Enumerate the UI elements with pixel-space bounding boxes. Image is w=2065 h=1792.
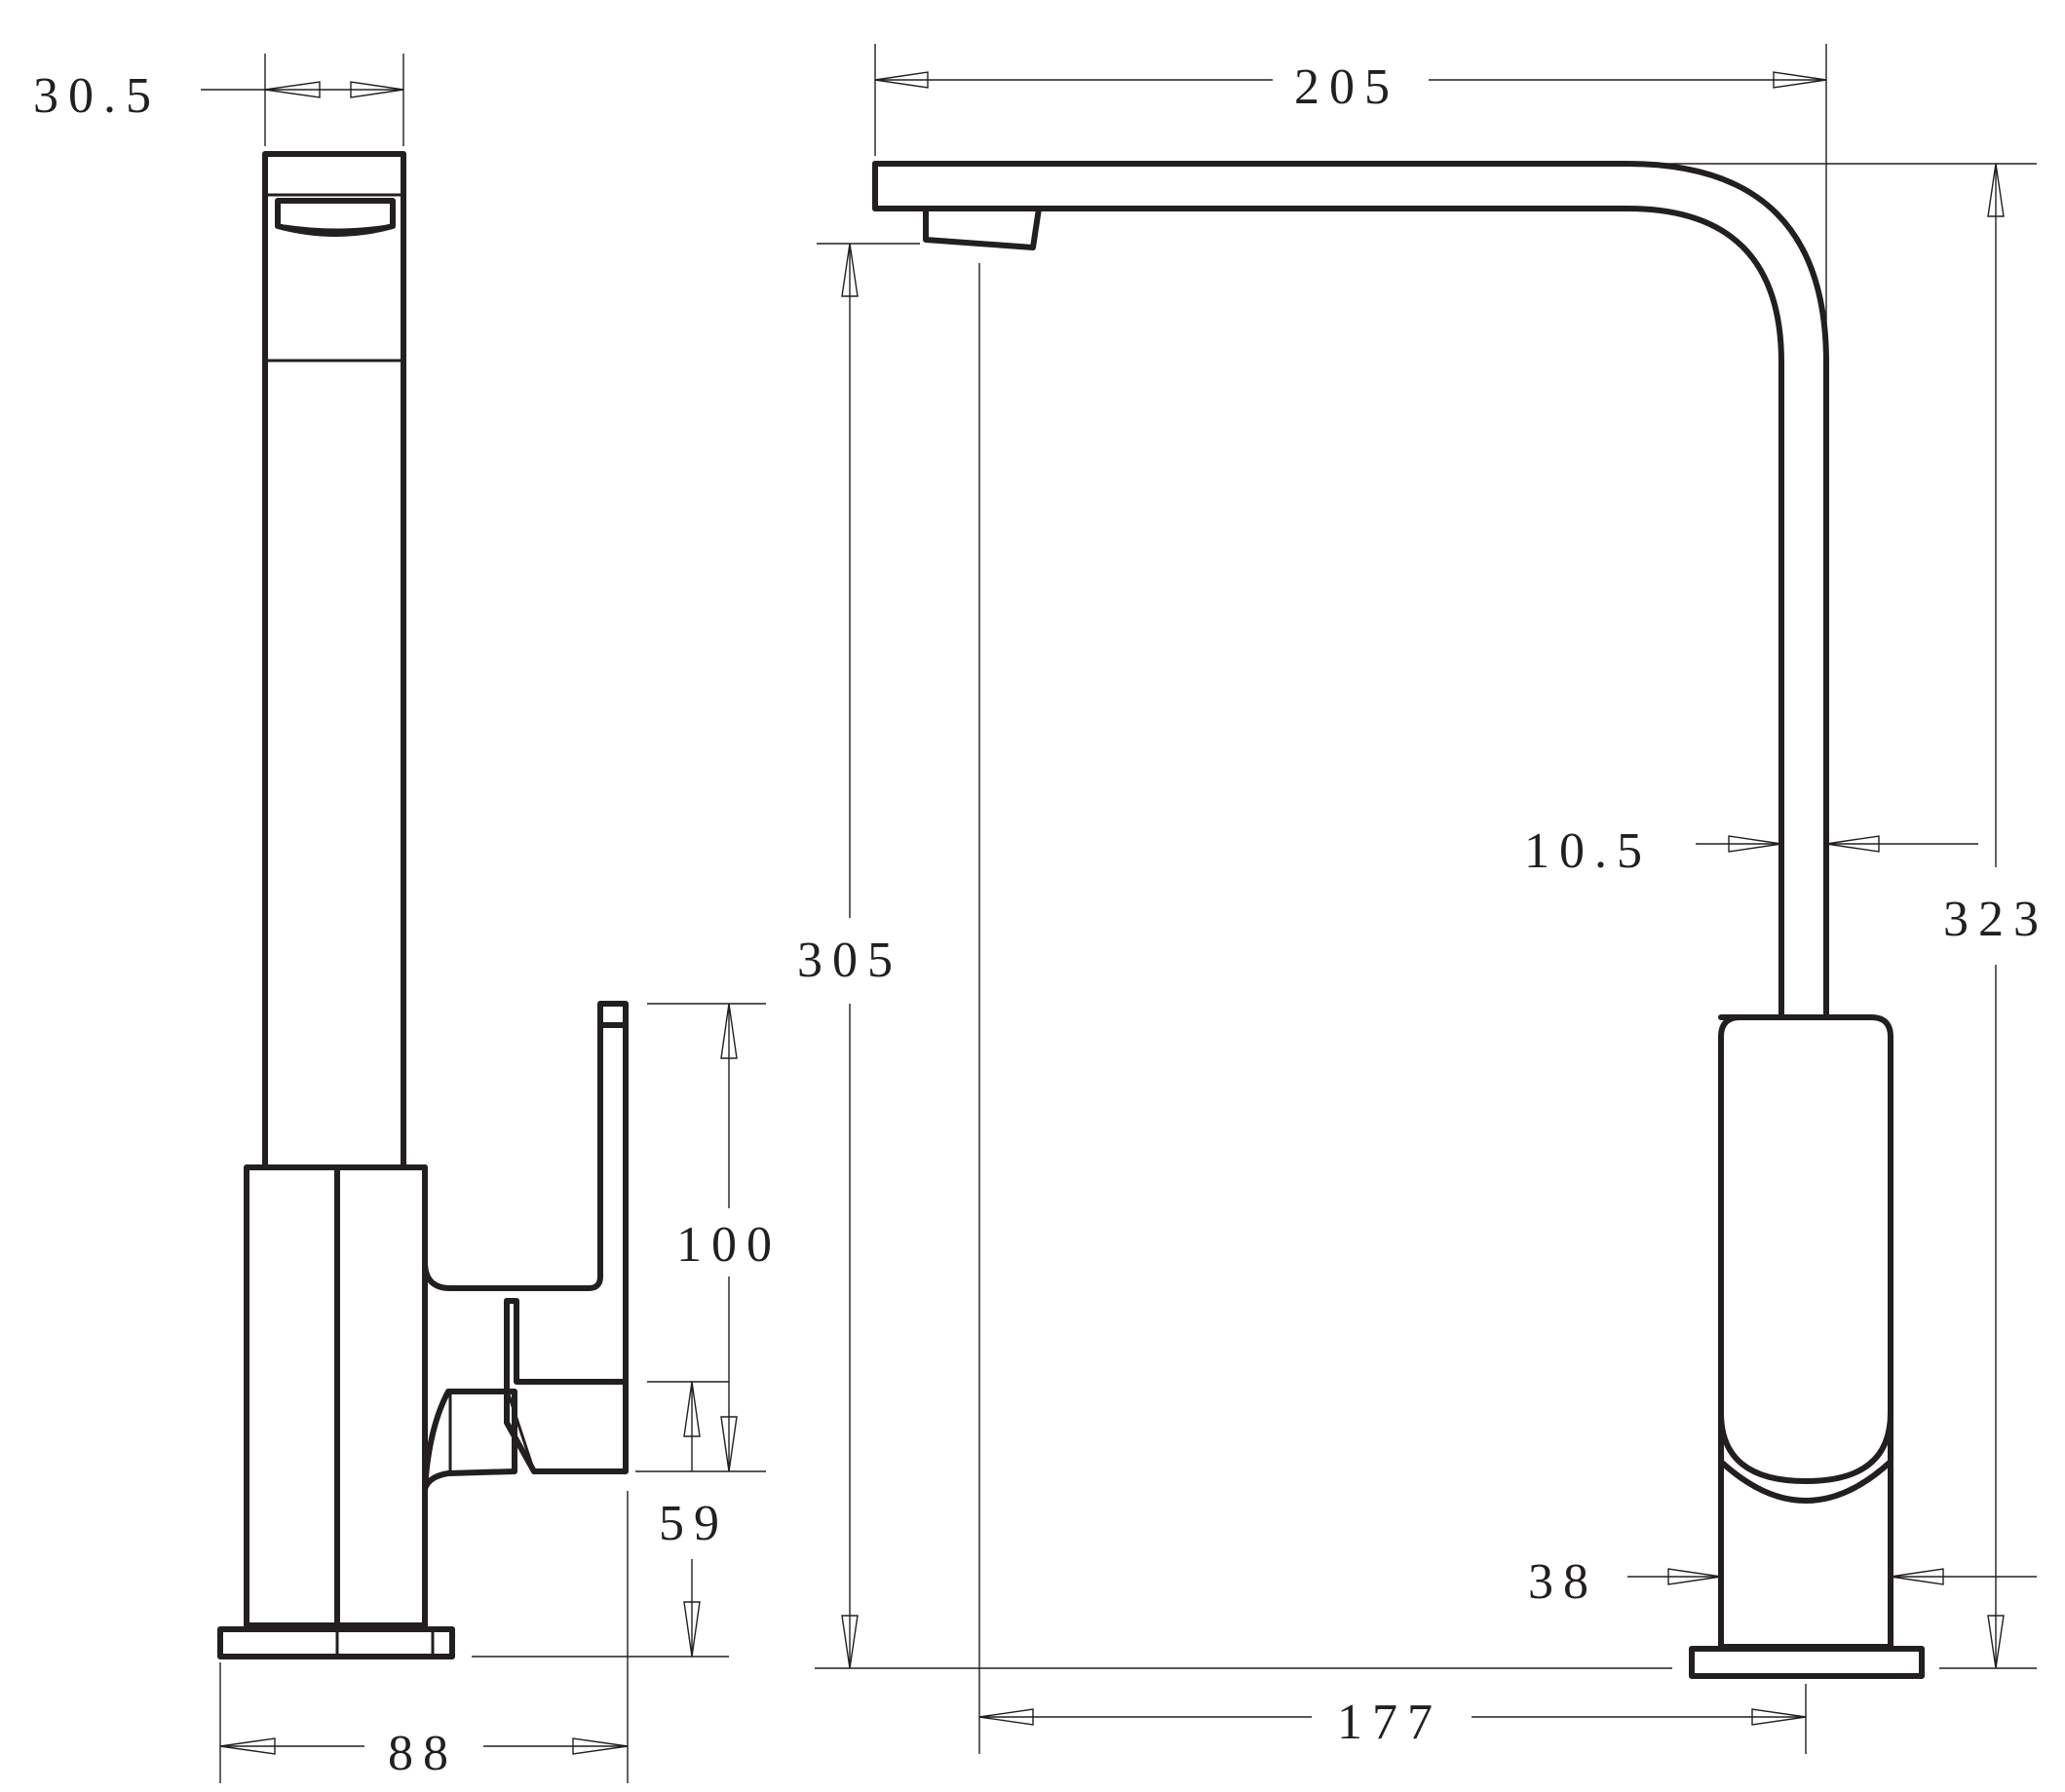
label-handle-base-height: 59 — [659, 1496, 729, 1551]
front-base-plate — [1689, 1646, 1925, 1679]
label-body-width: 38 — [1528, 1554, 1598, 1610]
front-handle-curve — [1718, 1459, 1893, 1504]
side-handle-joint — [504, 1298, 629, 1385]
front-spout-outer — [872, 161, 1829, 1020]
dim-88-arrow-right — [572, 1737, 629, 1755]
dim-100-arrow-top — [720, 1003, 738, 1059]
dim-88-arrow-left — [219, 1737, 276, 1755]
dim-59-arrow-top — [683, 1381, 701, 1437]
label-base-depth: 88 — [388, 1726, 458, 1781]
front-handle-oval — [1718, 1034, 1893, 1484]
front-aerator — [923, 206, 1042, 250]
side-aerator-ring — [284, 224, 389, 232]
dim-10-5-arrow-left — [1728, 835, 1782, 853]
dim-205-arrow-left — [874, 71, 929, 89]
side-cartridge-slant — [505, 1388, 536, 1472]
label-base-to-outlet: 177 — [1337, 1695, 1442, 1750]
dim-100-arrow-bottom — [720, 1416, 738, 1472]
dim-205-arrow-right — [1773, 71, 1827, 89]
dimension-lines — [201, 44, 2037, 1783]
side-aerator — [275, 198, 396, 237]
dimension-labels: 30.5 205 305 323 10.5 38 100 59 88 177 — [33, 59, 2048, 1781]
dim-38-arrow-left — [1667, 1568, 1722, 1585]
dim-177-arrow-right — [1751, 1708, 1807, 1726]
dim-30-5-arrow-right — [350, 81, 404, 98]
label-handle-height: 100 — [676, 1217, 782, 1273]
label-spout-depth: 30.5 — [33, 68, 161, 124]
front-body-outline — [1718, 1014, 1893, 1650]
dim-323-arrow-bottom — [1987, 1615, 2005, 1669]
dim-30-5-arrow-left — [264, 81, 321, 98]
side-handle-lever — [422, 1001, 629, 1474]
dim-10-5-arrow-right — [1825, 835, 1880, 853]
side-body-outline — [244, 1164, 428, 1628]
label-spout-reach: 205 — [1294, 59, 1399, 115]
dim-177-arrow-left — [978, 1708, 1034, 1726]
front-spout-inner — [872, 206, 1784, 1020]
label-total-height: 323 — [1943, 892, 2048, 947]
dim-59-arrow-bottom — [683, 1601, 701, 1658]
dim-305-arrow-top — [841, 243, 859, 297]
label-spout-tube-width: 10.5 — [1524, 823, 1652, 879]
front-view — [872, 161, 1925, 1679]
side-view — [217, 151, 629, 1659]
side-cartridge — [422, 1389, 517, 1492]
dim-305-arrow-bottom — [841, 1615, 859, 1669]
dim-38-arrow-right — [1890, 1568, 1944, 1585]
dim-323-arrow-top — [1987, 163, 2005, 217]
side-tube-outline — [262, 151, 406, 1170]
label-spout-height: 305 — [797, 933, 902, 988]
